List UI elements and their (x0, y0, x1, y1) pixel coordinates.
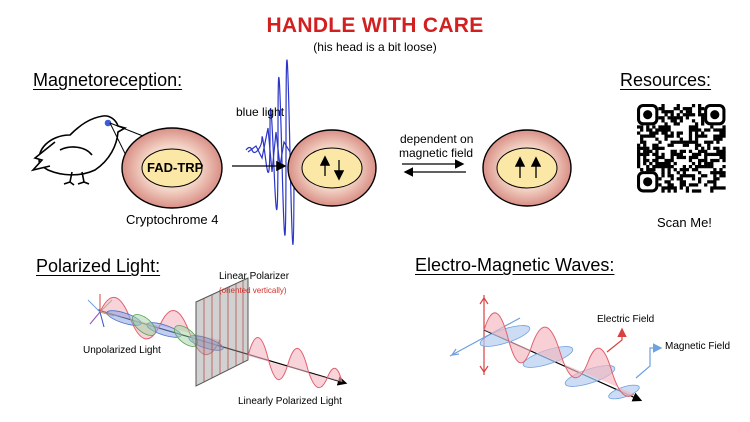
unpolarized-label: Unpolarized Light (83, 345, 161, 356)
qr-caption: Scan Me! (657, 215, 712, 230)
dependency-label-line1: dependent on (400, 132, 474, 146)
light-label: blue light (236, 105, 285, 119)
blue-light-icon (245, 59, 295, 246)
magnetic-field-label: Magnetic Field (665, 341, 731, 352)
magnetoreception-heading: Magnetoreception: (33, 70, 183, 90)
polarizer-label: Linear Polarizer (219, 271, 290, 282)
page-title: HANDLE WITH CARE (266, 14, 484, 37)
em-waves-heading: Electro-Magnetic Waves: (415, 255, 615, 275)
page-subtitle: (his head is a bit loose) (313, 40, 437, 54)
em-wave-diagram (449, 295, 663, 402)
electric-field-label: Electric Field (597, 314, 655, 325)
polarized-label: Linearly Polarized Light (238, 396, 342, 407)
spin-cell-parallel (482, 129, 572, 207)
polarized-light-heading: Polarized Light: (36, 256, 161, 276)
spin-cell-antiparallel (287, 129, 377, 207)
molecule-label: FAD-TRP (147, 160, 204, 175)
cryptochrome-cell (121, 127, 223, 209)
polarizer-note: (oriented vertically) (219, 286, 287, 295)
qr-code-icon (637, 104, 726, 193)
resources-heading: Resources: (620, 70, 712, 90)
dependency-label-line2: magnetic field (399, 146, 474, 160)
protein-label: Cryptochrome 4 (126, 212, 219, 227)
bird-icon (30, 115, 128, 186)
polarized-light-diagram (87, 277, 348, 388)
